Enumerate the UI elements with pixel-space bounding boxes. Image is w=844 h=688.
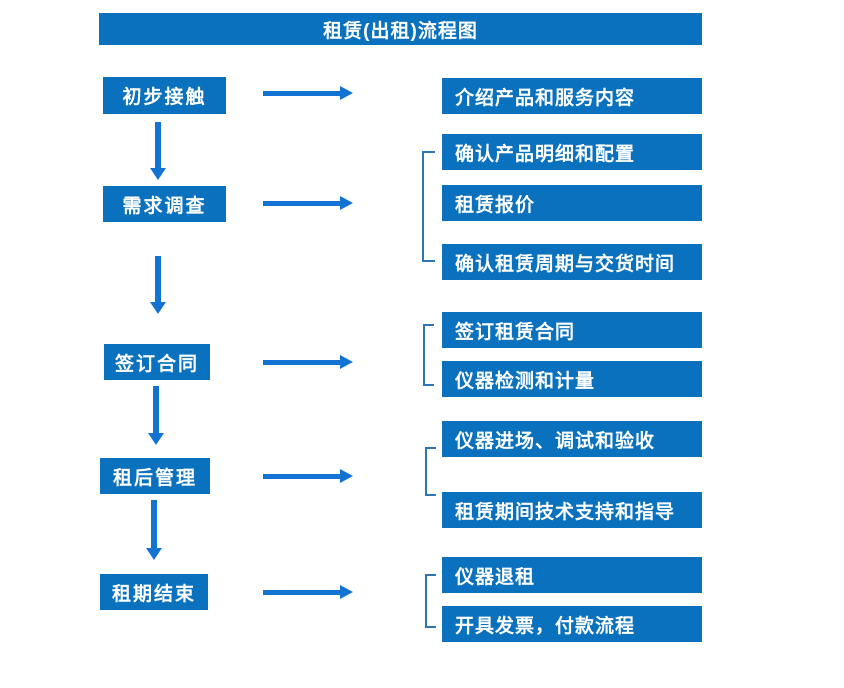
detail-label: 租赁期间技术支持和指导 (455, 501, 676, 523)
detail-label: 开具发票，付款流程 (455, 615, 636, 637)
arrow-down-3-icon (148, 386, 164, 445)
step-box-initial-contact: 初步接触 (103, 77, 226, 114)
arrow-right-3-icon (263, 355, 353, 369)
detail-box-invoice-payment: 开具发票，付款流程 (442, 606, 702, 642)
group-bracket-rental-end (425, 574, 436, 628)
arrow-down-4-icon (146, 500, 162, 560)
arrow-shaft (263, 200, 340, 206)
arrow-shaft (263, 90, 340, 96)
detail-box-instrument-return: 仪器退租 (442, 557, 702, 593)
detail-label: 介绍产品和服务内容 (455, 87, 636, 109)
arrow-right-1-icon (263, 86, 353, 100)
page-title: 租赁(出租)流程图 (323, 20, 478, 42)
detail-label: 确认租赁周期与交货时间 (455, 253, 676, 275)
arrow-head (150, 302, 166, 314)
detail-box-introduce-products: 介绍产品和服务内容 (442, 78, 702, 114)
arrow-down-1-icon (150, 122, 166, 180)
detail-label: 仪器检测和计量 (455, 370, 596, 392)
step-label: 需求调查 (122, 195, 207, 217)
arrow-shaft (153, 386, 159, 433)
arrow-head (148, 433, 164, 445)
step-box-needs-survey: 需求调查 (103, 186, 226, 222)
detail-label: 仪器退租 (455, 566, 536, 588)
arrow-head (340, 86, 353, 100)
group-bracket-needs-survey (422, 151, 435, 262)
group-bracket-sign-contract (423, 324, 434, 386)
detail-label: 确认产品明细和配置 (455, 143, 636, 165)
detail-box-technical-support: 租赁期间技术支持和指导 (442, 492, 702, 528)
detail-box-sign-rental-contract: 签订租赁合同 (442, 312, 702, 348)
step-label: 签订合同 (114, 353, 199, 375)
group-bracket-post-rental (425, 447, 436, 496)
arrow-right-2-icon (263, 196, 353, 210)
detail-label: 租赁报价 (455, 194, 536, 216)
arrow-head (146, 548, 162, 560)
detail-box-instrument-testing: 仪器检测和计量 (442, 361, 702, 397)
arrow-right-4-icon (263, 469, 353, 483)
arrow-head (340, 585, 353, 599)
arrow-head (340, 355, 353, 369)
arrow-shaft (263, 359, 340, 365)
step-label: 租期结束 (111, 583, 196, 605)
step-box-sign-contract: 签订合同 (104, 344, 210, 380)
title-bar: 租赁(出租)流程图 (99, 13, 702, 45)
arrow-right-5-icon (263, 585, 353, 599)
detail-box-confirm-rental-period: 确认租赁周期与交货时间 (442, 244, 702, 280)
arrow-shaft (155, 122, 161, 168)
detail-box-instrument-setup: 仪器进场、调试和验收 (442, 421, 702, 457)
detail-box-rental-quote: 租赁报价 (442, 185, 702, 221)
step-box-post-rental-management: 租后管理 (100, 458, 210, 494)
arrow-head (340, 196, 353, 210)
arrow-head (340, 469, 353, 483)
arrow-down-2-icon (150, 256, 166, 314)
arrow-shaft (151, 500, 157, 548)
arrow-shaft (263, 473, 340, 479)
step-box-rental-end: 租期结束 (100, 574, 208, 610)
step-label: 租后管理 (112, 467, 197, 489)
arrow-shaft (155, 256, 161, 302)
detail-box-confirm-product-details: 确认产品明细和配置 (442, 134, 702, 170)
arrow-head (150, 168, 166, 180)
step-label: 初步接触 (122, 87, 207, 108)
detail-label: 仪器进场、调试和验收 (455, 430, 656, 452)
arrow-shaft (263, 589, 340, 595)
detail-label: 签订租赁合同 (455, 321, 576, 343)
